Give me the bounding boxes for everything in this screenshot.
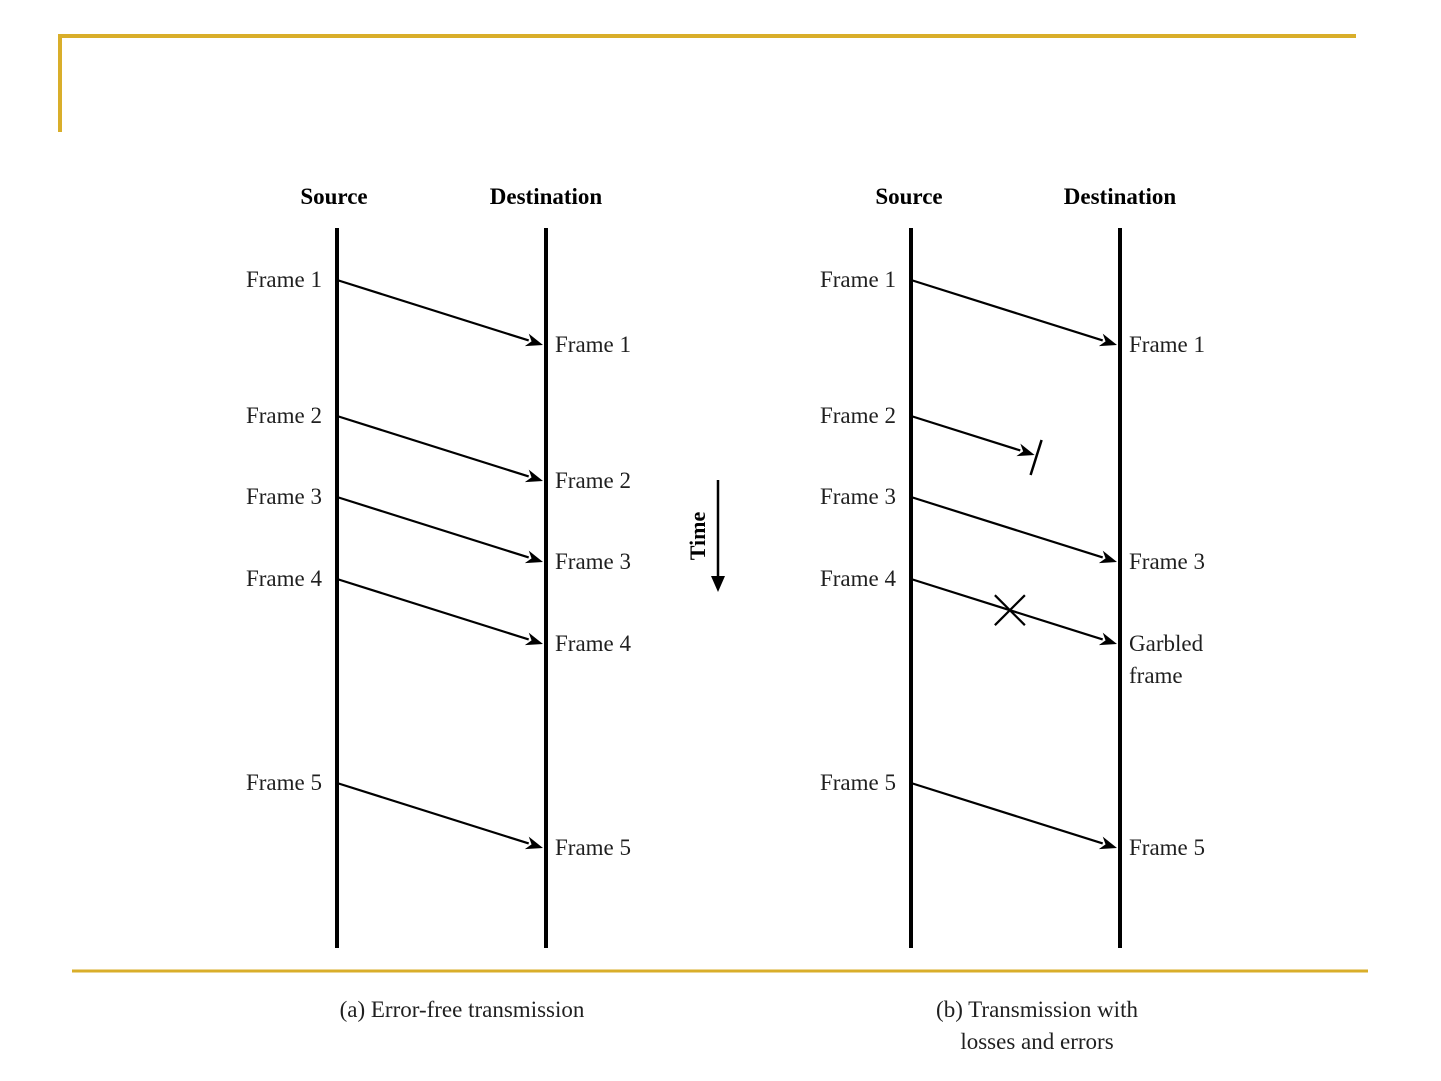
frame-row: Frame 1 Frame 1 <box>246 267 631 357</box>
sent-frame-label: Frame 1 <box>246 267 322 292</box>
frame-arrow-shaft <box>337 497 529 557</box>
panel-caption: (b) Transmission with losses and errors <box>936 997 1138 1054</box>
frame-row: Frame 4 Garbled frame <box>820 566 1204 688</box>
frame-arrow-shaft <box>337 783 529 843</box>
destination-heading: Destination <box>490 184 603 209</box>
frame-row: Frame 3 Frame 3 <box>246 484 631 574</box>
lost-frame-arrow-shaft <box>911 416 1020 450</box>
destination-heading: Destination <box>1064 184 1177 209</box>
caption-line: (b) Transmission with <box>936 997 1138 1022</box>
received-frame-label: Frame 2 <box>555 468 631 493</box>
sent-frame-label: Frame 5 <box>246 770 322 795</box>
sent-frame-label: Frame 4 <box>820 566 897 591</box>
time-arrow-head <box>711 576 725 592</box>
caption-line: (a) Error-free transmission <box>340 997 585 1022</box>
sent-frame-label: Frame 3 <box>820 484 896 509</box>
frame-row: Frame 2 Frame 2 <box>246 403 631 493</box>
time-indicator: Time <box>685 480 725 592</box>
frame-lost-bar <box>1031 440 1042 475</box>
frame-arrow-shaft <box>337 579 529 639</box>
sent-frame-label: Frame 3 <box>246 484 322 509</box>
frame-arrow-shaft <box>911 497 1103 557</box>
received-frame-label: Garbled <box>1129 631 1204 656</box>
frame-arrow-shaft <box>911 579 1103 639</box>
frame-row: Frame 5 Frame 5 <box>820 770 1205 860</box>
received-frame-label: Frame 3 <box>555 549 631 574</box>
received-frame-label: Frame 5 <box>555 835 631 860</box>
sent-frame-label: Frame 4 <box>246 566 323 591</box>
frame-arrow-shaft <box>911 783 1103 843</box>
received-frame-label: Frame 5 <box>1129 835 1205 860</box>
received-frame-label: Frame 4 <box>555 631 632 656</box>
panel-caption: (a) Error-free transmission <box>340 997 585 1022</box>
frame-arrow-shaft <box>337 280 529 340</box>
source-heading: Source <box>300 184 367 209</box>
received-frame-label: frame <box>1129 663 1183 688</box>
frame-arrow-shaft <box>337 416 529 476</box>
frame-row: Frame 5 Frame 5 <box>246 770 631 860</box>
frame-error-x-icon <box>995 595 1025 625</box>
panel-error-free: Source Destination Frame 1 Frame 1 Frame 2… <box>246 184 632 1022</box>
caption-line: losses and errors <box>960 1029 1113 1054</box>
frame-row: Frame 1 Frame 1 <box>820 267 1205 357</box>
sent-frame-label: Frame 5 <box>820 770 896 795</box>
panel-losses-errors: Source Destination Frame 1 Frame 1 Frame 2… <box>820 184 1205 1054</box>
sent-frame-label: Frame 2 <box>246 403 322 428</box>
source-heading: Source <box>875 184 942 209</box>
frame-row: Frame 2 <box>820 403 1042 475</box>
sent-frame-label: Frame 1 <box>820 267 896 292</box>
sent-frame-label: Frame 2 <box>820 403 896 428</box>
frame-row: Frame 4 Frame 4 <box>246 566 632 656</box>
received-frame-label: Frame 1 <box>555 332 631 357</box>
frame-row: Frame 3 Frame 3 <box>820 484 1205 574</box>
received-frame-label: Frame 3 <box>1129 549 1205 574</box>
frame-arrow-shaft <box>911 280 1103 340</box>
received-frame-label: Frame 1 <box>1129 332 1205 357</box>
time-label: Time <box>685 512 710 561</box>
